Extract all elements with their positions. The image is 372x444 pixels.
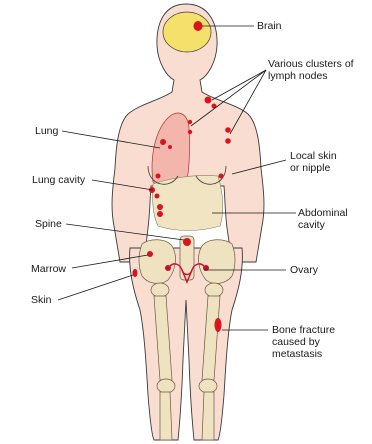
label-local-skin-line2: or nipple: [290, 162, 370, 174]
label-abdominal-cavity: Abdominal cavity: [298, 207, 370, 231]
label-bone-fracture-line2: caused by: [272, 336, 370, 348]
label-bone-fracture-line3: metastasis: [272, 348, 370, 360]
nipple-spot: [156, 174, 161, 179]
abdominal-spot: [157, 204, 163, 210]
label-skin: Skin: [31, 294, 51, 306]
brain-spot: [194, 21, 203, 31]
lung-cavity-spot: [155, 194, 160, 199]
label-brain: Brain: [257, 20, 282, 32]
marrow-spot: [147, 251, 153, 257]
label-abdominal-line2: cavity: [298, 219, 370, 231]
label-lymph-line1: Various clusters of: [268, 58, 372, 70]
nipple-spot: [219, 174, 224, 179]
label-local-skin-line1: Local skin: [290, 150, 370, 162]
lymph-spot: [225, 127, 231, 133]
label-spine: Spine: [35, 218, 62, 230]
label-lymph-nodes: Various clusters of lymph nodes: [268, 58, 372, 82]
lung-spot: [160, 139, 166, 145]
label-bone-fracture: Bone fracture caused by metastasis: [272, 324, 370, 360]
label-abdominal-line1: Abdominal: [298, 207, 370, 219]
lung-spot: [168, 145, 172, 149]
brain-shape: [163, 12, 211, 52]
label-marrow: Marrow: [31, 263, 66, 275]
label-lung: Lung: [35, 125, 58, 137]
skin-spot: [133, 269, 138, 277]
abdominal-spot: [157, 211, 163, 217]
label-ovary: Ovary: [290, 264, 318, 276]
fracture-spot: [215, 318, 222, 332]
spine-spot: [183, 238, 191, 246]
label-local-skin: Local skin or nipple: [290, 150, 370, 174]
lymph-spot: [205, 97, 212, 104]
lymph-spot: [188, 130, 192, 134]
label-lymph-line2: lymph nodes: [268, 70, 372, 82]
lymph-spot: [188, 120, 192, 124]
label-bone-fracture-line1: Bone fracture: [272, 324, 370, 336]
label-lung-cavity: Lung cavity: [32, 174, 85, 186]
lymph-spot: [225, 138, 231, 144]
